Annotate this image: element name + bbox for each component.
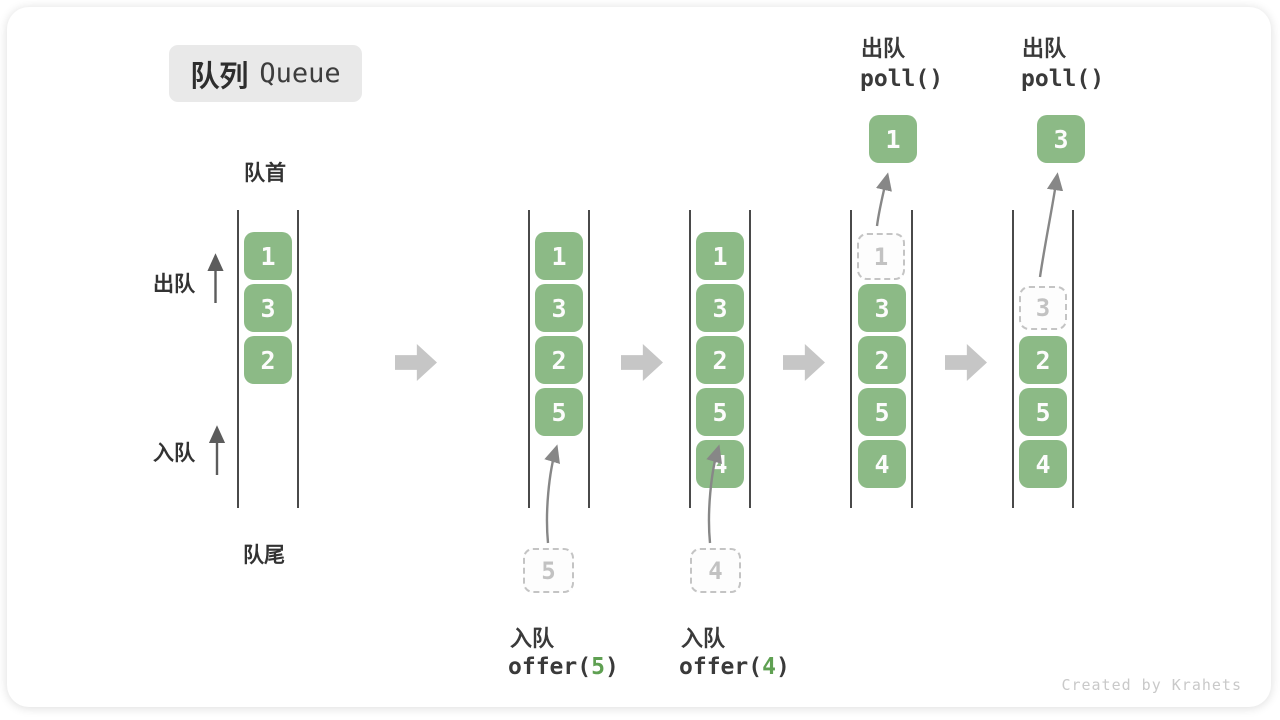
title-zh: 队列: [190, 60, 249, 93]
dequeued-slot-ghost: 1: [857, 233, 905, 280]
title-en: Queue: [259, 58, 341, 89]
queue1-left-rail: [237, 210, 239, 508]
code-arg: 4: [762, 654, 776, 680]
poll1-code: poll(): [860, 66, 944, 92]
poll1-name: 出队: [861, 36, 906, 61]
enqueue5-code: offer(5): [508, 654, 619, 680]
queue4-right-rail: [911, 210, 913, 508]
dequeue-label: 出队: [153, 273, 195, 296]
title-badge: 队列 Queue: [169, 45, 362, 102]
queue-item: 3: [858, 284, 906, 332]
code-close: ): [604, 654, 619, 680]
queue-item: 2: [858, 336, 906, 384]
queue-item: 4: [696, 440, 744, 488]
queue-item: 5: [1019, 388, 1067, 436]
queue-item: 1: [244, 232, 292, 280]
queue-item: 3: [696, 284, 744, 332]
poll2-name: 出队: [1022, 36, 1067, 61]
dequeued-slot-ghost: 3: [1019, 286, 1067, 330]
code-arg: 5: [591, 654, 605, 680]
queue2-left-rail: [528, 210, 530, 508]
incoming-item-ghost: 5: [523, 548, 574, 593]
enqueue4-name: 入队: [681, 626, 726, 651]
poll2-code: poll(): [1021, 66, 1105, 92]
queue4-left-rail: [850, 210, 852, 508]
queue-item: 2: [535, 336, 583, 384]
incoming-item-ghost: 4: [690, 548, 741, 593]
queue-item: 3: [535, 284, 583, 332]
queue3-left-rail: [689, 210, 691, 508]
queue5-right-rail: [1072, 210, 1074, 508]
queue-item: 2: [244, 336, 292, 384]
queue-item: 1: [535, 232, 583, 280]
enqueue4-code: offer(4): [679, 654, 790, 680]
queue-item: 5: [858, 388, 906, 436]
queue1-right-rail: [297, 210, 299, 508]
queue-item: 2: [1019, 336, 1067, 384]
queue5-left-rail: [1012, 210, 1014, 508]
queue3-right-rail: [749, 210, 751, 508]
code-close: ): [775, 654, 790, 680]
popped-item: 1: [869, 115, 917, 163]
enqueue-label: 入队: [153, 442, 195, 465]
queue-item: 1: [696, 232, 744, 280]
watermark: Created by Krahets: [1061, 676, 1242, 694]
enqueue5-name: 入队: [510, 626, 555, 651]
queue-item: 5: [535, 388, 583, 436]
code-fn: offer(: [508, 654, 592, 680]
queue2-right-rail: [588, 210, 590, 508]
queue-item: 4: [858, 440, 906, 488]
queue-item: 5: [696, 388, 744, 436]
queue-item: 3: [244, 284, 292, 332]
queue-item: 4: [1019, 440, 1067, 488]
queue-item: 2: [696, 336, 744, 384]
code-fn: offer(: [679, 654, 763, 680]
queue-front-label: 队首: [244, 162, 286, 185]
popped-item: 3: [1037, 115, 1085, 163]
queue-rear-label: 队尾: [243, 544, 285, 567]
